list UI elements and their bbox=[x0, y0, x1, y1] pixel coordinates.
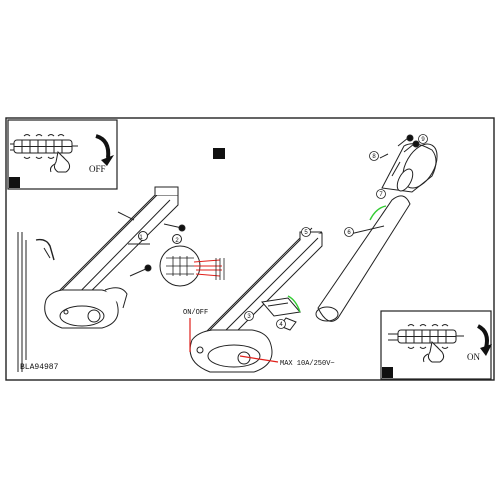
screwdriver-hand-icon bbox=[50, 150, 71, 173]
screw-icon bbox=[117, 211, 186, 277]
rotate-arrow-icon bbox=[476, 324, 492, 356]
screwdriver-hand-icon bbox=[423, 340, 445, 363]
inset-off-label: OFF bbox=[89, 164, 106, 174]
inset-on-corner-marker bbox=[382, 367, 393, 378]
step-1-number: 1 bbox=[139, 235, 143, 241]
model-code: BLA94987 bbox=[20, 363, 59, 372]
inset-off: OFF bbox=[7, 119, 118, 190]
step-5-number: 5 bbox=[304, 230, 308, 236]
highlight-mark-lower bbox=[287, 295, 301, 313]
step-3-number: 3 bbox=[247, 314, 251, 320]
outer-frame bbox=[5, 117, 495, 381]
step-9-number: 9 bbox=[421, 137, 425, 143]
step-2-number: 2 bbox=[175, 238, 179, 244]
wall-mounting-figure bbox=[17, 232, 55, 372]
step-7-number: 7 bbox=[379, 192, 383, 198]
terminal-block-icon bbox=[10, 134, 78, 159]
highlight-mark-upper bbox=[369, 205, 387, 221]
step-4-number: 4 bbox=[279, 322, 283, 328]
max-rating-label: MAX 10A/250V~ bbox=[280, 360, 335, 368]
inset-off-corner-marker bbox=[9, 177, 20, 188]
left-lamp-assembly bbox=[44, 186, 186, 329]
callout-leaders bbox=[189, 318, 279, 363]
rotate-arrow-icon bbox=[95, 134, 114, 166]
step-8-number: 8 bbox=[372, 154, 376, 160]
main-lamp-assembly bbox=[189, 134, 438, 373]
step-marker-square bbox=[213, 148, 225, 159]
terminal-block-icon bbox=[388, 324, 464, 349]
switch-label: ON/OFF bbox=[183, 309, 208, 317]
step-callouts bbox=[244, 134, 428, 329]
inset-on-label: ON bbox=[467, 352, 480, 362]
step-6-number: 6 bbox=[347, 230, 351, 236]
inset-on: ON bbox=[380, 310, 492, 380]
